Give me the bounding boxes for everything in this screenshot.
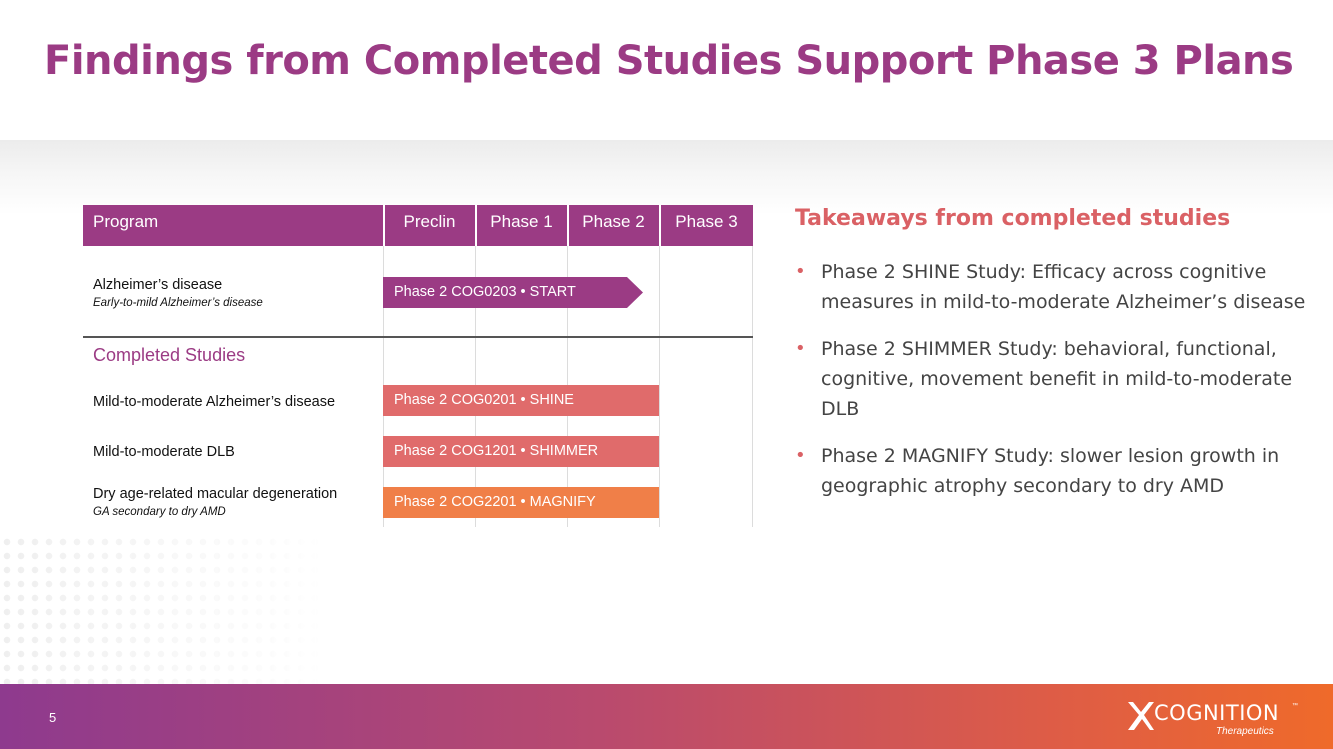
pipeline-bar-start: Phase 2 COG0203 • START [383, 277, 643, 308]
column-line [752, 246, 753, 527]
logo-subtitle: Therapeutics [1216, 726, 1274, 737]
page-title: Findings from Completed Studies Support … [44, 38, 1294, 84]
header-preclin: Preclin [403, 212, 456, 231]
pipeline-table: Program Preclin Phase 1 Phase 2 Phase 3 … [83, 205, 753, 527]
bullet-icon: • [795, 261, 806, 282]
header-phase-3: Phase 3 [675, 212, 738, 231]
program-subtitle: GA secondary to dry AMD [93, 506, 226, 518]
bullet-icon: • [795, 338, 806, 359]
header-phase-1: Phase 1 [490, 212, 553, 231]
takeaway-text: Phase 2 SHINE Study: Efficacy across cog… [821, 261, 1306, 313]
program-name: Mild-to-moderate DLB [93, 444, 235, 460]
section-divider [83, 336, 753, 338]
pipeline-bar-shine: Phase 2 COG0201 • SHINE [383, 385, 659, 416]
header-phase-2: Phase 2 [582, 212, 645, 231]
program-subtitle: Early-to-mild Alzheimer’s disease [93, 297, 263, 309]
company-logo: COGNITION ™ Therapeutics [1126, 699, 1301, 741]
footer-bar: 5 COGNITION ™ Therapeutics [0, 684, 1333, 749]
list-item: • Phase 2 SHIMMER Study: behavioral, func… [795, 334, 1315, 424]
header-band [0, 140, 1333, 215]
pipeline-bar-shimmer: Phase 2 COG1201 • SHIMMER [383, 436, 659, 467]
completed-studies-label: Completed Studies [93, 345, 246, 365]
takeaways-list: • Phase 2 SHINE Study: Efficacy across co… [795, 257, 1315, 518]
logo-name: COGNITION [1154, 701, 1280, 725]
column-line [659, 246, 660, 527]
header-program: Program [93, 212, 159, 231]
logo-trademark: ™ [1292, 703, 1298, 709]
bullet-icon: • [795, 445, 806, 466]
takeaway-text: Phase 2 SHIMMER Study: behavioral, funct… [821, 338, 1293, 420]
list-item: • Phase 2 MAGNIFY Study: slower lesion gr… [795, 441, 1315, 501]
program-name: Alzheimer’s disease [93, 277, 223, 293]
list-item: • Phase 2 SHINE Study: Efficacy across co… [795, 257, 1315, 317]
pipeline-bar-magnify: Phase 2 COG2201 • MAGNIFY [383, 487, 659, 518]
program-name: Dry age-related macular degeneration [93, 486, 338, 502]
decorative-dot-pattern [0, 535, 330, 685]
table-header-row: Program Preclin Phase 1 Phase 2 Phase 3 [83, 205, 753, 246]
page-number: 5 [49, 710, 57, 725]
logo-x-icon [1128, 702, 1154, 730]
takeaway-text: Phase 2 MAGNIFY Study: slower lesion gro… [821, 445, 1280, 497]
takeaways-title: Takeaways from completed studies [795, 206, 1231, 231]
program-name: Mild-to-moderate Alzheimer’s disease [93, 394, 336, 410]
